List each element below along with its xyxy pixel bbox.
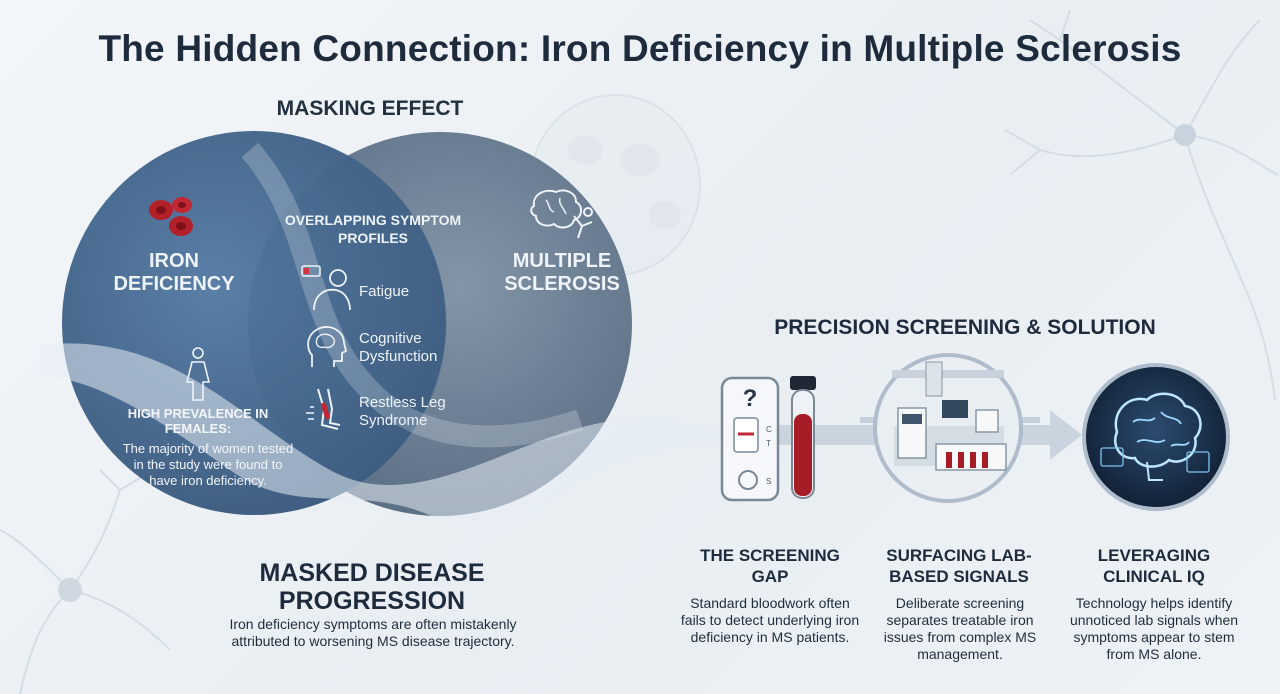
step-desc-screening-gap: Standard bloodwork often fails to detect… bbox=[680, 595, 860, 645]
test-mark-s: S bbox=[766, 477, 771, 486]
female-figure-icon bbox=[185, 347, 211, 401]
symptom-label-fatigue: Fatigue bbox=[359, 283, 410, 300]
restless-leg-icon bbox=[306, 388, 341, 430]
test-mark-c: C bbox=[766, 425, 772, 434]
neuron-cell-body bbox=[1174, 124, 1196, 146]
head-brain-icon bbox=[307, 326, 348, 367]
symptom-label-cognitive: Cognitive Dysfunction bbox=[359, 330, 438, 365]
page-title: The Hidden Connection: Iron Deficiency i… bbox=[98, 28, 1182, 69]
step-desc-lab-signals: Deliberate screening separates treatable… bbox=[883, 595, 1037, 662]
lab-scene-icon bbox=[873, 353, 1023, 503]
masked-progression-title: MASKED DISEASE PROGRESSION bbox=[259, 559, 485, 615]
test-mark-t: T bbox=[766, 439, 771, 448]
low-battery-fatigue-icon bbox=[301, 265, 351, 311]
test-kit-and-blood-tube-icon: ? C T S bbox=[720, 376, 816, 502]
red-blood-cells-icon bbox=[149, 197, 193, 236]
digital-brain-icon bbox=[1082, 363, 1230, 511]
step-title-clinical-iq: LEVERAGING CLINICAL IQ bbox=[1097, 546, 1211, 586]
veil-swoosh bbox=[40, 343, 740, 533]
female-prevalence-desc: The majority of women tested in the stud… bbox=[122, 441, 294, 488]
masking-effect-label: MASKING EFFECT bbox=[276, 97, 464, 120]
female-prevalence-title: HIGH PREVALENCE IN FEMALES: bbox=[127, 406, 269, 436]
symptom-label-restless-leg: Restless Leg Syndrome bbox=[359, 394, 446, 429]
masked-progression-desc: Iron deficiency symptoms are often mista… bbox=[229, 616, 517, 649]
precision-screening-label: PRECISION SCREENING & SOLUTION bbox=[774, 316, 1156, 339]
brain-neuron-icon bbox=[530, 189, 593, 239]
step-title-screening-gap: THE SCREENING GAP bbox=[700, 546, 840, 586]
question-mark-glyph: ? bbox=[743, 385, 758, 412]
overlapping-symptoms-title: OVERLAPPING SYMPTOM PROFILES bbox=[284, 212, 462, 246]
step-title-lab-signals: SURFACING LAB-BASED SIGNALS bbox=[886, 546, 1032, 586]
multiple-sclerosis-label: MULTIPLE SCLEROSIS bbox=[504, 250, 620, 295]
step-desc-clinical-iq: Technology helps identify unnoticed lab … bbox=[1069, 595, 1239, 662]
iron-deficiency-label: IRON DEFICIENCY bbox=[113, 250, 235, 295]
